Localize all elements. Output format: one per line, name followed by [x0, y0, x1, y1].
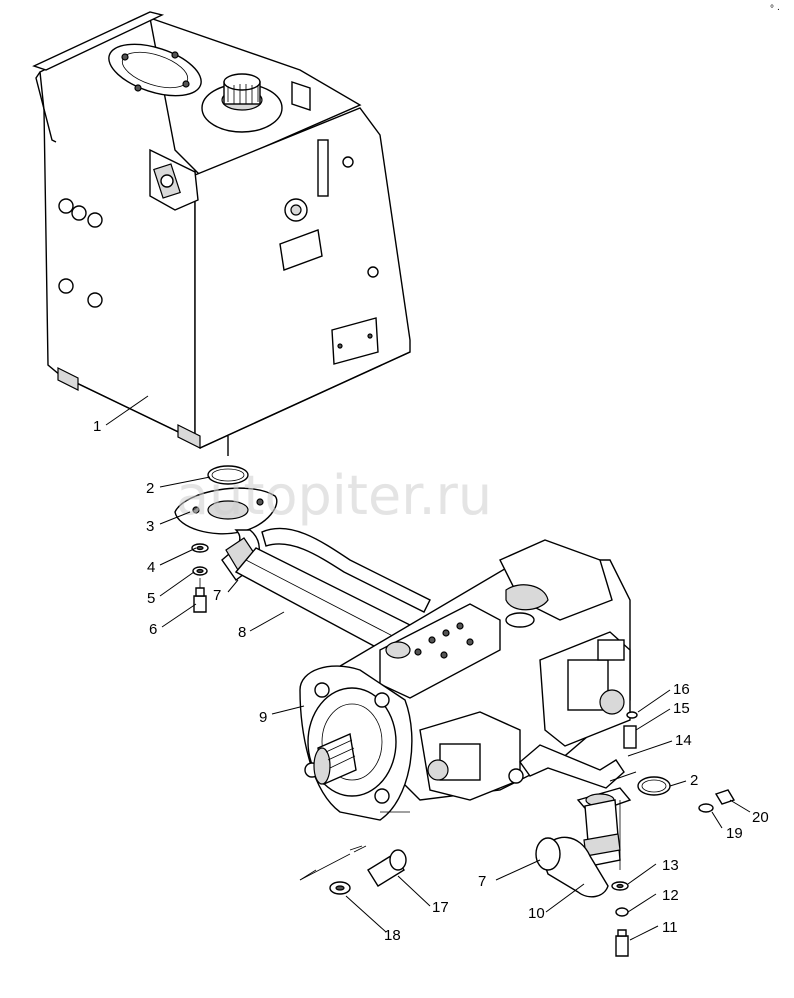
callout-5: 5 — [147, 590, 155, 607]
callout-3: 3 — [146, 518, 154, 535]
right-fasteners — [611, 789, 736, 957]
callout-15: 15 — [673, 700, 690, 717]
callout-14: 14 — [675, 732, 692, 749]
callout-2-right: 2 — [690, 772, 698, 789]
callout-16: 16 — [673, 681, 690, 698]
suction-hose — [221, 527, 431, 661]
callout-12: 12 — [662, 887, 679, 904]
loose-parts — [299, 845, 407, 895]
callout-19: 19 — [726, 825, 743, 842]
tank-side-ports — [58, 198, 103, 308]
hydraulic-pump — [299, 539, 631, 851]
manifold-ports — [414, 622, 474, 659]
leader-lines — [105, 395, 751, 941]
callout-18: 18 — [384, 927, 401, 944]
callout-7-lower: 7 — [478, 873, 486, 890]
callout-labels: 1 2 3 4 5 6 7 8 9 16 15 14 2 20 19 13 7 … — [93, 418, 769, 944]
callout-4: 4 — [147, 559, 155, 576]
watermark-text: autopiter.ru — [176, 464, 492, 527]
callout-9: 9 — [259, 709, 267, 726]
callout-10: 10 — [528, 905, 545, 922]
callout-2-oring: 2 — [146, 480, 154, 497]
plug — [714, 789, 736, 805]
o-ring-small — [626, 711, 638, 719]
bolt — [615, 935, 629, 957]
hydraulic-tank — [32, 11, 411, 456]
callout-17: 17 — [432, 899, 449, 916]
watermark: autopiter.ru — [176, 464, 492, 527]
callout-20: 20 — [752, 809, 769, 826]
fitting — [623, 725, 637, 749]
suction-flange-assembly — [174, 465, 278, 613]
callout-8: 8 — [238, 624, 246, 641]
callout-11: 11 — [662, 919, 678, 936]
callout-13: 13 — [662, 857, 679, 874]
callout-6: 6 — [149, 621, 157, 638]
callout-1: 1 — [93, 418, 101, 435]
corner-mark: ° · — [770, 4, 780, 15]
callout-7-upper: 7 — [213, 587, 221, 604]
seal-washer — [698, 803, 714, 813]
lock-washer — [615, 907, 629, 917]
